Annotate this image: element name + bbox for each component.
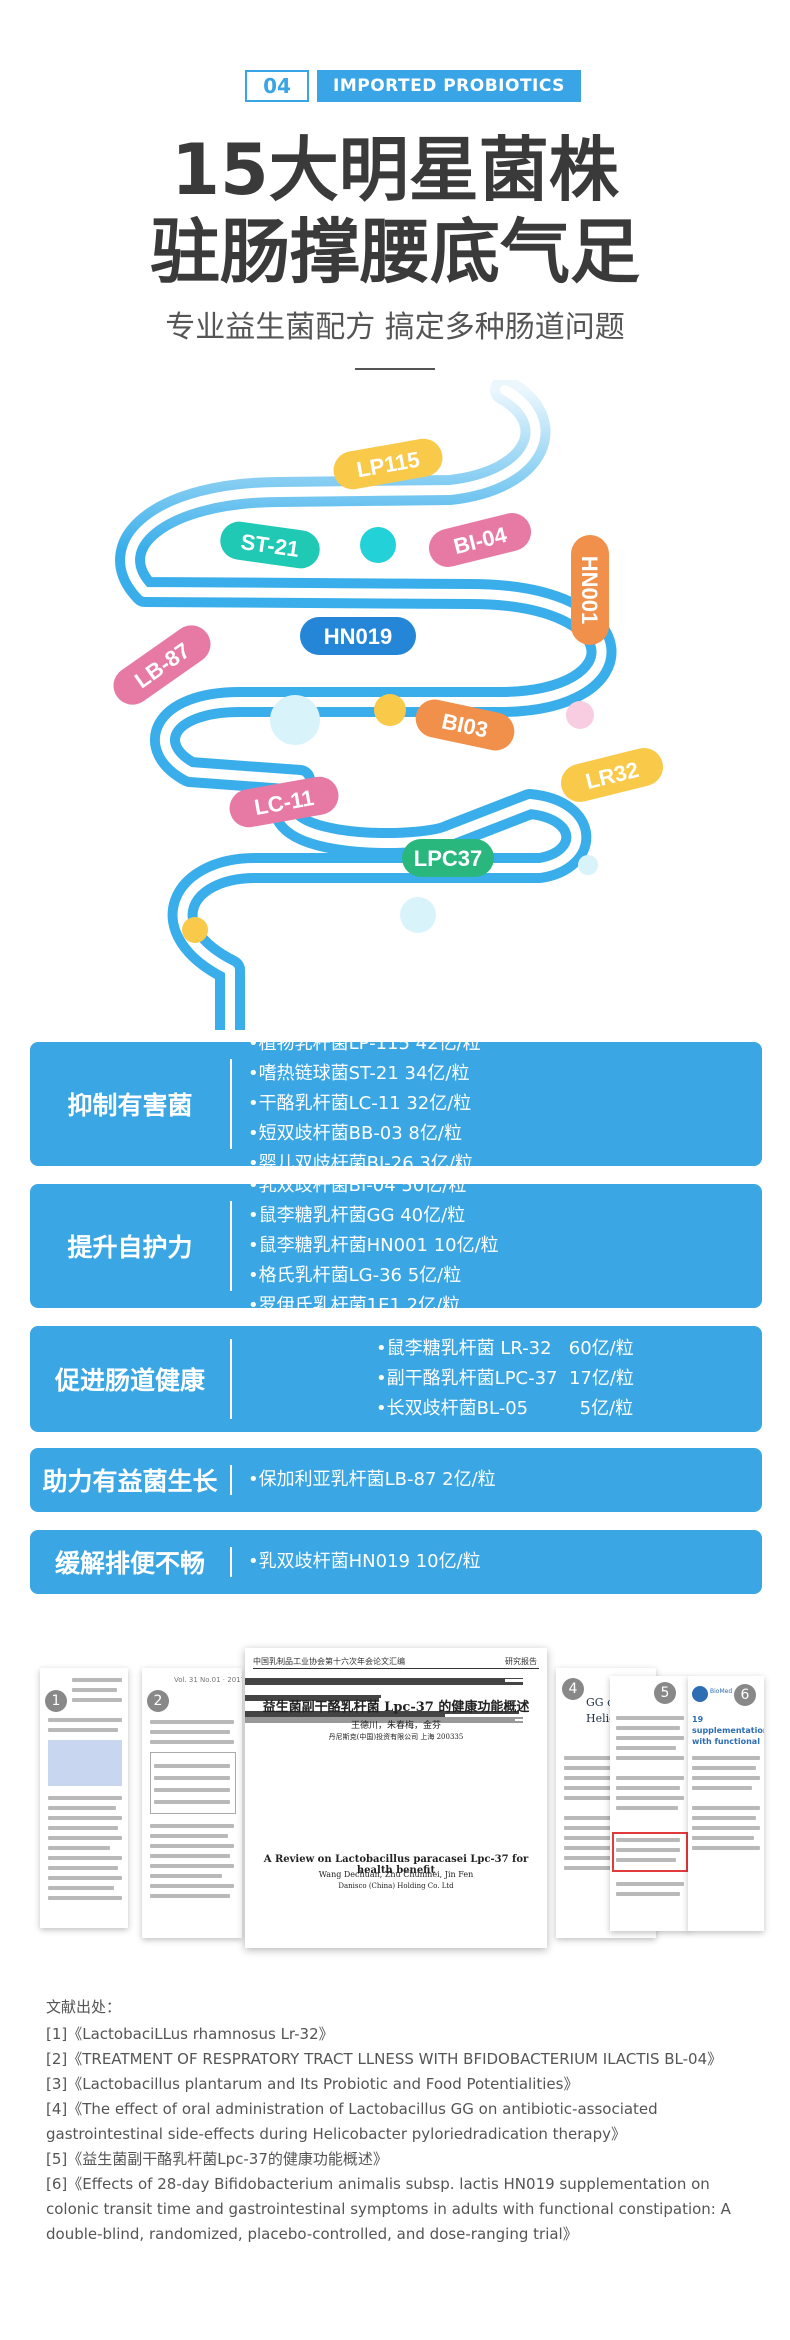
bubble-dot: [400, 897, 436, 933]
strain-pill: HN019: [300, 617, 416, 655]
strain-item: •长双歧杆菌BL-05 5亿/粒: [376, 1398, 634, 1419]
benefit-label: 助力有益菌生长: [42, 1467, 218, 1496]
subtitle: 专业益生菌配方 搞定多种肠道问题: [165, 310, 625, 345]
strain-item: •罗伊氏乳杆菌1E1 2亿/粒: [248, 1295, 461, 1316]
paper-thumbnail-6: 6 BioMed 19 supplementation with functio…: [688, 1676, 764, 1931]
reference-item: [6]《Effects of 28-day Bifidobacterium an…: [46, 2175, 731, 2243]
paper-org-cn: 丹尼斯克(中国)投资有限公司 上海 200335: [328, 1733, 464, 1741]
strain-item: •乳双歧杆菌HN019 10亿/粒: [248, 1551, 481, 1572]
strain-item: •保加利亚乳杆菌LB-87 2亿/粒: [248, 1469, 496, 1490]
section-label: IMPORTED PROBIOTICS: [317, 70, 581, 102]
benefit-strain-list: •乳双歧杆菌BI-04 50亿/粒 •鼠李糖乳杆菌GG 40亿/粒 •鼠李糖乳杆…: [232, 1171, 762, 1321]
benefit-label: 提升自护力: [67, 1233, 193, 1262]
benefit-card: 促进肠道健康 •鼠李糖乳杆菌 LR-32 60亿/粒 •副干酪乳杆菌LPC-37…: [30, 1326, 762, 1432]
benefit-card: 提升自护力 •乳双歧杆菌BI-04 50亿/粒 •鼠李糖乳杆菌GG 40亿/粒 …: [30, 1175, 762, 1316]
benefit-card: 缓解排便不畅 •乳双歧杆菌HN019 10亿/粒: [30, 1530, 762, 1594]
reference-item: [1]《LactobaciLLus rhamnosus Lr-32》: [46, 2025, 334, 2043]
journal-logo-icon: [692, 1686, 708, 1702]
data-table: [150, 1752, 236, 1814]
paper-header: 中国乳制品工业协会第十六次年会论文汇编: [253, 1657, 405, 1666]
bubble-dot: [182, 917, 208, 943]
strain-item: •格氏乳杆菌LG-36 5亿/粒: [248, 1265, 462, 1286]
paper-number: 4: [562, 1678, 584, 1700]
strain-pill: HN001: [571, 535, 609, 645]
strain-item: •鼠李糖乳杆菌HN001 10亿/粒: [248, 1235, 499, 1256]
strain-pill: LP115: [333, 438, 443, 490]
gut-tube-inner: [125, 385, 607, 1030]
paper-header: Vol. 31 No.01 · 2017: [174, 1676, 242, 1684]
benefit-card: 抑制有害菌 •植物乳杆菌LP-115 42亿/粒 •嗜热链球菌ST-21 34亿…: [30, 1033, 762, 1174]
strain-item: •短双歧杆菌BB-03 8亿/粒: [248, 1123, 462, 1144]
strain-pill: LR32: [560, 748, 664, 802]
paper-title-cn: 益生菌副干酪乳杆菌 Lpc-37 的健康功能概述: [262, 1700, 530, 1715]
paper-title: 19 supplementation with functional: [692, 1715, 764, 1746]
paper-number: 5: [654, 1682, 676, 1704]
benefit-label: 抑制有害菌: [67, 1091, 193, 1120]
reference-item: [4]《The effect of oral administration of…: [46, 2100, 658, 2143]
microscope-image: [48, 1740, 122, 1786]
headline-line1: 15大明星菌株: [171, 129, 619, 211]
benefit-divider: [230, 1201, 232, 1291]
benefit-label: 促进肠道健康: [54, 1366, 205, 1395]
strain-item: •鼠李糖乳杆菌 LR-32 60亿/粒: [376, 1338, 634, 1359]
bubble-dot: [578, 855, 598, 875]
paper-org-en: Danisco (China) Holding Co. Ltd: [338, 1882, 454, 1890]
paper-thumbnail-5: 5: [610, 1676, 690, 1931]
references-heading: 文献出处：: [46, 1998, 122, 2016]
benefit-divider: [230, 1547, 232, 1577]
benefit-strain-list: •乳双歧杆菌HN019 10亿/粒: [232, 1547, 762, 1577]
strain-item: •副干酪乳杆菌LPC-37 17亿/粒: [376, 1368, 634, 1389]
strain-item: •鼠李糖乳杆菌GG 40亿/粒: [248, 1205, 466, 1226]
benefit-divider: [230, 1339, 232, 1419]
benefit-label: 缓解排便不畅: [54, 1549, 205, 1578]
strain-pill: LC-11: [229, 776, 339, 828]
reference-item: [2]《TREATMENT OF RESPRATORY TRACT LLNESS…: [46, 2050, 723, 2068]
paper-authors-cn: 王德川，朱春梅，金芬: [350, 1721, 441, 1731]
benefit-strain-list: •植物乳杆菌LP-115 42亿/粒 •嗜热链球菌ST-21 34亿/粒 •干酪…: [232, 1029, 762, 1179]
paper-category: 研究报告: [505, 1657, 537, 1666]
strain-pill: BI-04: [428, 513, 532, 567]
strain-item: •干酪乳杆菌LC-11 32亿/粒: [248, 1093, 472, 1114]
benefit-strain-list: •鼠李糖乳杆菌 LR-32 60亿/粒 •副干酪乳杆菌LPC-37 17亿/粒 …: [232, 1334, 762, 1424]
headline-line2: 驻肠撑腰底气足: [150, 211, 640, 293]
paper-authors-en: Wang Dechuan, Zhu Chunmei, Jin Fen: [318, 1870, 474, 1879]
paper-thumbnail-2: 2 Vol. 31 No.01 · 2017: [142, 1668, 242, 1938]
title-divider: [355, 368, 435, 370]
bubble-dot: [566, 701, 594, 729]
strain-item: •婴儿双歧杆菌BI-26 3亿/粒: [248, 1153, 473, 1174]
bubble-dot: [270, 695, 320, 745]
journal-name: BioMed: [710, 1688, 733, 1695]
gut-illustration: LP115 ST-21 BI-04 HN001 LB-87 HN019 BI03: [113, 380, 664, 1030]
strain-label: HN019: [324, 624, 392, 649]
strain-pill: LB-87: [113, 625, 211, 705]
bubble-dot: [360, 527, 396, 563]
benefit-strain-list: •保加利亚乳杆菌LB-87 2亿/粒: [232, 1465, 762, 1495]
strain-pill: ST-21: [220, 521, 320, 569]
section-badge: 04 IMPORTED PROBIOTICS: [245, 70, 581, 102]
strain-item: •嗜热链球菌ST-21 34亿/粒: [248, 1063, 470, 1084]
strain-item: •乳双歧杆菌BI-04 50亿/粒: [248, 1175, 467, 1196]
reference-item: [5]《益生菌副干酪乳杆菌Lpc-37的健康功能概述》: [46, 2150, 388, 2168]
strain-pill: LPC37: [402, 839, 494, 877]
strain-label: HN001: [577, 556, 602, 624]
paper-number: 2: [147, 1690, 169, 1712]
strain-item: •植物乳杆菌LP-115 42亿/粒: [248, 1033, 481, 1054]
benefit-divider: [230, 1465, 232, 1495]
benefit-card: 助力有益菌生长 •保加利亚乳杆菌LB-87 2亿/粒: [30, 1448, 762, 1512]
strain-label: LPC37: [414, 846, 482, 871]
strain-pill: BI03: [415, 699, 515, 751]
reference-item: [3]《Lactobacillus plantarum and Its Prob…: [46, 2075, 579, 2093]
paper-number: 6: [734, 1684, 756, 1706]
paper-thumbnail-3: 中国乳制品工业协会第十六次年会论文汇编 研究报告 3 益生菌副干酪乳杆菌 Lpc…: [245, 1648, 547, 1948]
section-number: 04: [245, 70, 309, 102]
bubble-dot: [374, 694, 406, 726]
benefit-divider: [230, 1059, 232, 1149]
paper-thumbnail-1: 1: [40, 1668, 128, 1928]
paper-number: 1: [45, 1690, 67, 1712]
references: 文献出处： [1]《LactobaciLLus rhamnosus Lr-32》…: [46, 1995, 766, 2247]
paper-title-en: A Review on Lactobacillus paracasei Lpc-…: [263, 1854, 529, 1876]
